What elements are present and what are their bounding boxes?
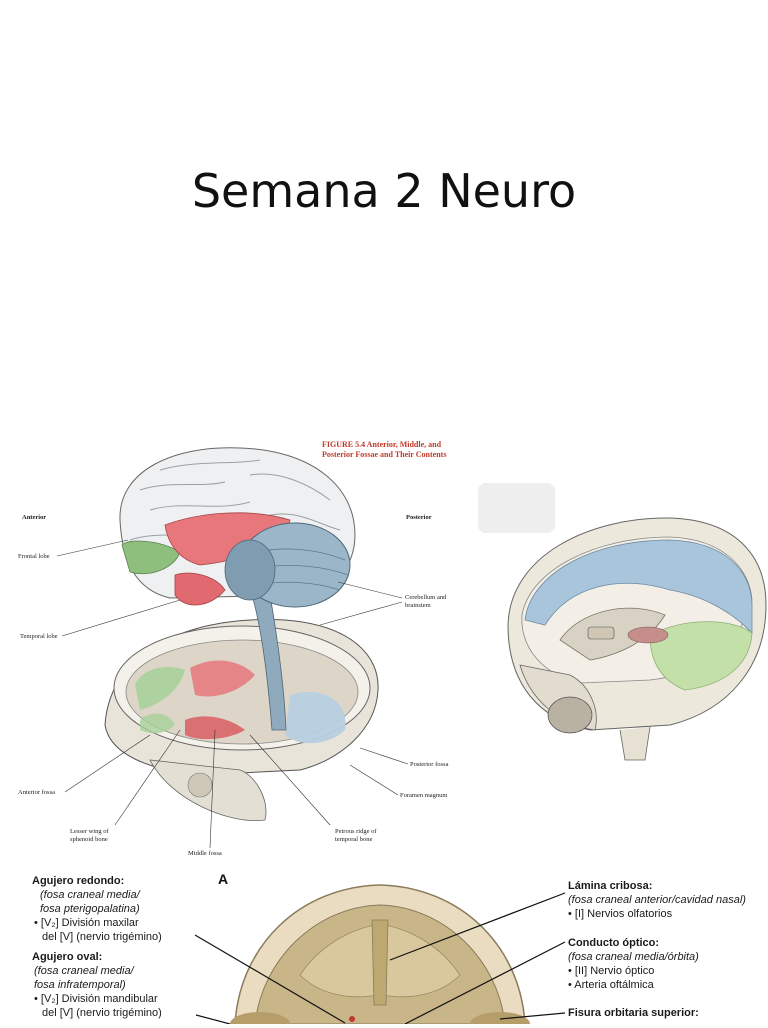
lamina-cribosa-line1: (fosa craneal anterior/cavidad nasal) <box>568 894 746 906</box>
agujero-redondo-line2: fosa pterigopalatina) <box>40 903 140 915</box>
conducto-optico-line2: • [II] Nervio óptico <box>568 965 655 977</box>
label-temporal-lobe: Temporal lobe <box>20 633 58 640</box>
agujero-oval-block: Agujero oval: (fosa craneal media/ fosa … <box>32 950 162 1020</box>
placeholder-box <box>478 483 555 533</box>
conducto-optico-line1: (fosa craneal media/órbita) <box>568 951 699 963</box>
label-lesser-wing-2: sphenoid bone <box>70 836 108 843</box>
lamina-cribosa-block: Lámina cribosa: (fosa craneal anterior/c… <box>568 879 746 921</box>
label-petrous-ridge-2: temporal bone <box>335 836 373 843</box>
label-cerebellum-1: Cerebellum and <box>405 594 447 601</box>
agujero-oval-line2: fosa infratemporal) <box>34 979 126 991</box>
figure-caption-line2: Posterior Fossae and Their Contents <box>322 450 447 459</box>
label-frontal-lobe: Frontal lobe <box>18 553 50 560</box>
label-lesser-wing-1: Lesser wing of <box>70 828 109 835</box>
label-posterior: Posterior <box>406 514 432 521</box>
panel-label-a: A <box>218 871 229 887</box>
cranial-foramina-figure <box>0 865 768 1028</box>
label-posterior-fossa: Posterior fossa <box>410 761 449 768</box>
agujero-redondo-block: Agujero redondo: (fosa craneal media/ fo… <box>32 874 162 944</box>
conducto-optico-block: Conducto óptico: (fosa craneal media/órb… <box>568 936 699 992</box>
cranial-base-illustration <box>194 884 566 1028</box>
agujero-redondo-line4: del [V] (nervio trigémino) <box>42 931 162 943</box>
conducto-optico-line3: • Arteria oftálmica <box>568 979 654 991</box>
figure-caption-line1: FIGURE 5.4 Anterior, Middle, and <box>322 440 442 449</box>
label-cerebellum-2: brainstem <box>405 602 431 609</box>
lamina-cribosa-line2: • [I] Nervios olfatorios <box>568 908 673 920</box>
skull-interior-figure <box>500 515 768 765</box>
label-middle-fossa: Middle fossa <box>188 850 222 857</box>
lamina-cribosa-title: Lámina cribosa: <box>568 880 653 892</box>
brain-skull-illustration <box>56 447 409 849</box>
agujero-redondo-line3: • [V₂] División maxilar <box>34 917 139 929</box>
label-petrous-ridge-1: Petrous ridge of <box>335 828 377 835</box>
label-foramen-magnum: Foramen magnum <box>400 792 448 799</box>
figure-caption: FIGURE 5.4 Anterior, Middle, and Posteri… <box>322 440 472 460</box>
conducto-optico-title: Conducto óptico: <box>568 937 660 949</box>
label-anterior-fossa: Anterior fossa <box>18 789 56 796</box>
fisura-orbitaria-title: Fisura orbitaria superior: <box>568 1007 699 1019</box>
agujero-redondo-line1: (fosa craneal media/ <box>40 889 140 901</box>
agujero-oval-line3: • [V₂] División mandibular <box>34 993 158 1005</box>
cranial-fossae-figure: Anterior Posterior Frontal lobe Temporal… <box>0 430 470 860</box>
label-anterior: Anterior <box>22 514 47 521</box>
agujero-redondo-title: Agujero redondo: <box>32 875 125 887</box>
slide-title: Semana 2 Neuro <box>191 164 577 218</box>
skull-interior-illustration <box>507 517 767 761</box>
fisura-orbitaria-block: Fisura orbitaria superior: <box>568 1006 699 1020</box>
agujero-oval-title: Agujero oval: <box>32 951 103 963</box>
agujero-oval-line4: del [V] (nervio trigémino) <box>42 1007 162 1019</box>
agujero-oval-line1: (fosa craneal media/ <box>34 965 134 977</box>
